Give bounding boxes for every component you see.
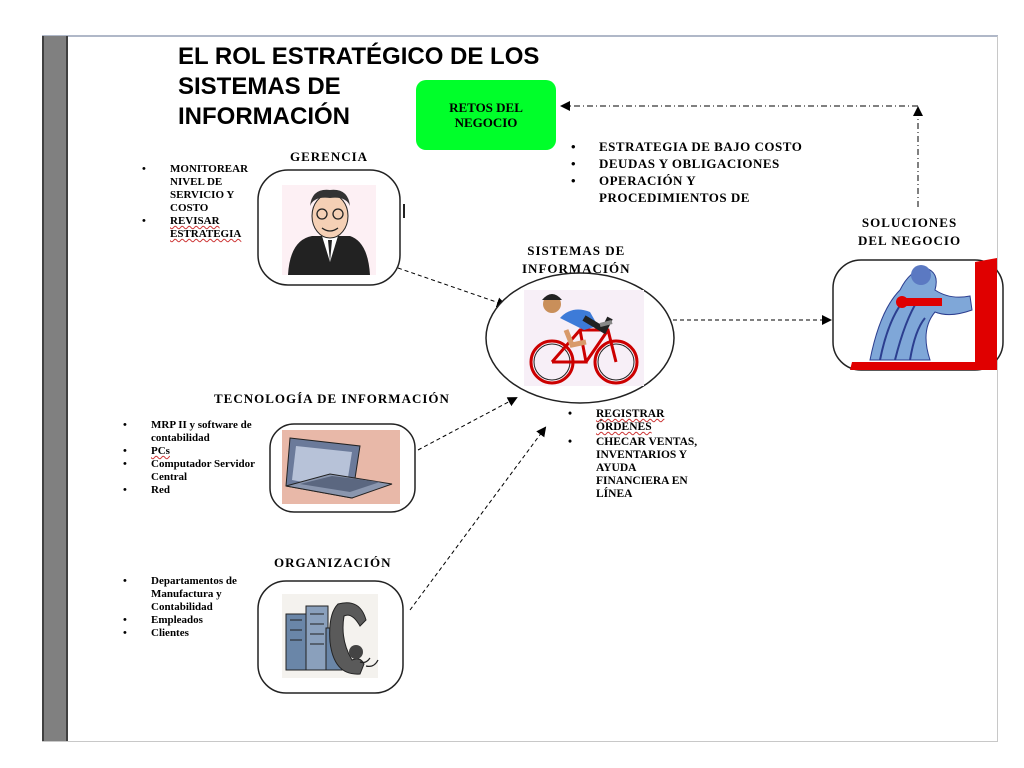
slide-left-bar [42,36,68,742]
list-item-text: REVISAR ESTRATEGIA [170,215,242,240]
arrow-gerencia-to-sistemas [397,267,507,308]
laptop-icon [282,430,400,504]
soluciones-heading: SOLUCIONES DEL NEGOCIO [858,215,962,248]
arrow-tecnologia-to-sistemas [417,397,518,451]
tecnologia-heading: TECNOLOGÍA DE INFORMACIÓN [214,391,450,406]
list-item: MRP II y software de contabilidad [123,419,271,445]
retos-del-negocio-box: RETOS DEL NEGOCIO [416,80,556,150]
list-item-text: REGISTRAR ÓRDENES [596,408,665,433]
telephone-city-icon [282,594,379,678]
retos-list: ESTRATEGIA DE BAJO COSTO DEUDAS Y OBLIGA… [571,138,849,206]
gerencia-heading: GERENCIA [290,149,369,164]
list-item: MONITOREAR NIVEL DE SERVICIO Y COSTO [142,163,262,215]
list-item: REVISAR ESTRATEGIA [142,215,262,241]
cyclist-icon [524,290,644,386]
list-item: PCs [123,445,271,458]
gerencia-list: MONITOREAR NIVEL DE SERVICIO Y COSTO REV… [142,163,262,241]
list-item: REGISTRAR ÓRDENES [568,408,706,434]
list-item: OPERACIÓN Y PROCEDIMIENTOS DE [571,172,799,206]
list-item: Computador Servidor Central [123,458,271,484]
organizacion-heading: ORGANIZACIÓN [274,555,392,570]
businessman-icon [282,185,376,275]
arrow-organizacion-to-sistemas [409,426,547,611]
list-item: Departamentos de Manufactura y Contabili… [123,575,261,614]
runner-icon [850,258,997,370]
slide-bottom-border [42,741,998,742]
list-item: DEUDAS Y OBLIGACIONES [571,155,849,172]
organizacion-list: Departamentos de Manufactura y Contabili… [123,575,261,640]
list-item: CHECAR VENTAS, INVENTARIOS Y AYUDA FINAN… [568,436,706,501]
list-item: ESTRATEGIA DE BAJO COSTO [571,138,849,155]
slide-right-border [997,36,998,742]
list-item: Red [123,484,271,497]
page-title: EL ROL ESTRATÉGICO DE LOS SISTEMAS DE IN… [178,43,540,130]
sistemas-heading: SISTEMAS DE INFORMACIÓN [522,243,631,276]
list-item: Empleados [123,614,261,627]
cursor-mark [403,204,405,218]
tecnologia-list: MRP II y software de contabilidad PCs Co… [123,419,271,497]
list-item: Clientes [123,627,261,640]
list-item-text: PCs [151,445,170,457]
sistemas-list: REGISTRAR ÓRDENES CHECAR VENTAS, INVENTA… [568,408,706,501]
slide-top-border [42,35,998,37]
